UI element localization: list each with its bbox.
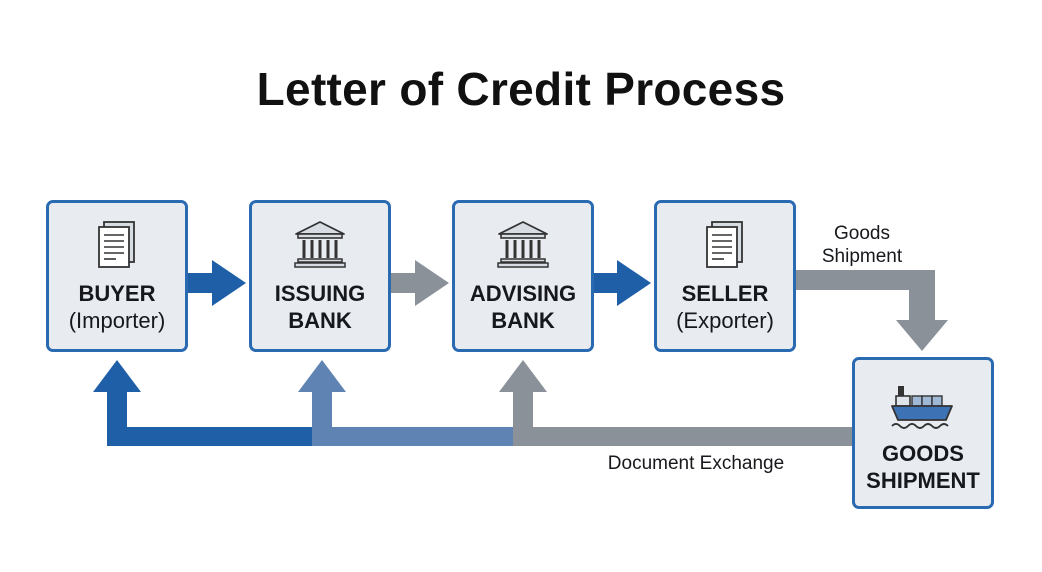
arrow-up-to-buyer: [93, 360, 141, 446]
label-goods-shipment-line2: Shipment: [821, 246, 903, 267]
node-shipment-line2: SHIPMENT: [866, 468, 980, 493]
label-document-exchange: Document Exchange: [607, 453, 785, 474]
bank-icon: [497, 221, 549, 268]
node-goods-shipment: GOODS SHIPMENT: [852, 357, 994, 509]
arrow-up-to-issuing: [298, 360, 346, 446]
node-seller: SELLER (Exporter): [654, 200, 796, 352]
node-advising-line1: ADVISING: [469, 281, 577, 306]
bank-icon: [294, 221, 346, 268]
label-goods-shipment-line1: Goods: [834, 223, 890, 244]
node-shipment-line1: GOODS: [882, 441, 964, 466]
node-buyer-line1: BUYER: [78, 281, 156, 306]
arrow-seller-to-shipment: [795, 270, 948, 351]
doc-path-mid-blue: [312, 427, 513, 446]
document-icon: [98, 221, 135, 268]
node-seller-line1: SELLER: [681, 281, 769, 306]
cargo-ship-icon: [891, 386, 953, 429]
arrow-up-to-advising: [499, 360, 547, 446]
diagram-title: Letter of Credit Process: [256, 63, 786, 115]
node-issuing-bank: ISSUING BANK: [249, 200, 391, 352]
arrow-buyer-to-issuing: [187, 260, 246, 306]
node-advising-line2: BANK: [491, 308, 555, 333]
doc-path-gray: [513, 427, 852, 446]
label-goods-shipment: Goods Shipment: [812, 222, 912, 268]
node-advising-bank: ADVISING BANK: [452, 200, 594, 352]
arrow-advising-to-seller: [592, 260, 651, 306]
arrow-issuing-to-advising: [390, 260, 449, 306]
node-buyer-line2: (Importer): [68, 308, 166, 333]
doc-path-dark-blue: [107, 427, 312, 446]
node-seller-line2: (Exporter): [676, 308, 774, 333]
node-issuing-line1: ISSUING: [274, 281, 366, 306]
node-issuing-line2: BANK: [288, 308, 352, 333]
node-buyer: BUYER (Importer): [46, 200, 188, 352]
document-icon: [706, 221, 743, 268]
